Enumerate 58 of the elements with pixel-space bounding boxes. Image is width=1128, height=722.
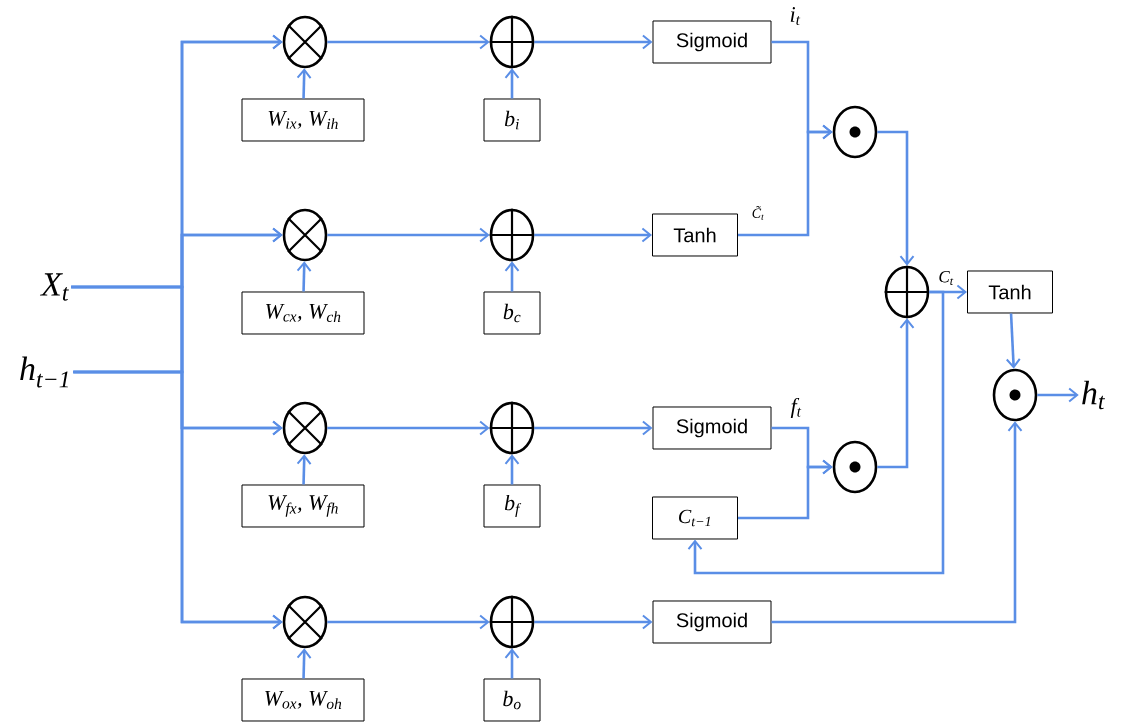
arrow: [296, 261, 312, 292]
output-label: h$_{t}$: [1082, 380, 1106, 410]
edge-label: C̃$_{t}$: [750, 204, 766, 221]
add-operator: [883, 264, 931, 320]
add-operator: [488, 207, 536, 263]
arrow: [738, 459, 833, 520]
arrow: [504, 454, 520, 485]
edge-label: C$_{t}$: [937, 270, 955, 286]
arrow: [327, 227, 490, 243]
arrow: [1037, 387, 1079, 403]
multiply-operator: [282, 595, 328, 649]
weight-box: W$_{fx}$, W$_{fh}$: [241, 484, 365, 528]
product-operator: [832, 440, 878, 494]
edge-label: i$_{t}$: [788, 6, 802, 26]
weight-box: W$_{ix}$, W$_{ih}$: [241, 98, 365, 142]
activation-box: Sigmoid: [652, 600, 772, 644]
arrow: [738, 124, 833, 237]
multiply-operator: [282, 15, 328, 69]
arrow: [534, 34, 653, 50]
add-operator: [488, 14, 536, 70]
arrow: [504, 648, 520, 679]
state-box: C$_{t−1}$: [652, 496, 738, 540]
input-label: h$_{t−1}$: [20, 356, 68, 388]
arrow: [687, 290, 945, 575]
arrow: [534, 227, 652, 243]
add-operator: [488, 400, 536, 456]
arrow: [504, 261, 520, 292]
arrow: [1005, 313, 1021, 369]
weight-box: W$_{cx}$, W$_{ch}$: [241, 291, 365, 335]
arrow: [771, 421, 1023, 624]
arrow: [877, 130, 915, 266]
activation-box: Sigmoid: [652, 20, 772, 64]
arrow: [534, 614, 653, 630]
input-label: X$_{t}$: [39, 273, 69, 301]
arrow: [534, 420, 653, 436]
weight-box: W$_{ox}$, W$_{oh}$: [241, 678, 365, 722]
arrow: [327, 614, 490, 630]
bias-box: b$_{f}$: [483, 484, 541, 528]
activation-box: Tanh: [652, 213, 738, 257]
arrow: [327, 34, 490, 50]
bias-box: b$_{o}$: [483, 678, 541, 722]
bias-box: b$_{c}$: [483, 291, 541, 335]
arrow: [877, 318, 915, 469]
add-operator: [488, 594, 536, 650]
activation-box: Tanh: [967, 270, 1053, 314]
arrow: [296, 454, 312, 485]
product-operator: [832, 105, 878, 159]
edge-label: f$_{t}$: [789, 396, 803, 420]
arrow: [327, 420, 490, 436]
arrow: [73, 370, 283, 630]
multiply-operator: [282, 401, 328, 455]
arrow: [296, 648, 312, 679]
arrow: [296, 68, 312, 99]
arrow: [504, 68, 520, 99]
bias-box: b$_{i}$: [483, 98, 541, 142]
product-operator: [992, 368, 1038, 422]
activation-box: Sigmoid: [652, 406, 772, 450]
multiply-operator: [282, 208, 328, 262]
